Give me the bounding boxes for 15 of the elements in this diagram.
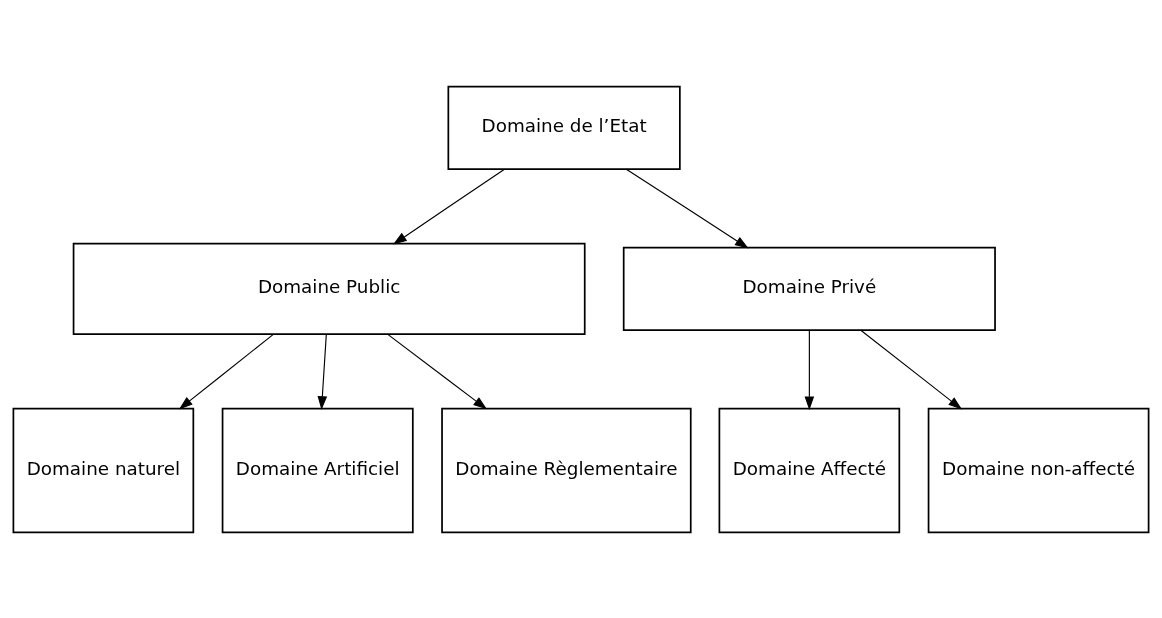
node-box: Domaine Privé bbox=[622, 246, 996, 331]
arrow bbox=[178, 333, 274, 409]
arrow bbox=[393, 168, 506, 245]
arrow bbox=[625, 168, 749, 248]
node-box: Domaine naturel bbox=[12, 407, 195, 533]
node-box: Domaine Artificiel bbox=[221, 407, 414, 533]
node-box: Domaine non-affecté bbox=[927, 407, 1150, 533]
arrow bbox=[804, 329, 815, 410]
node-box: Domaine Public bbox=[72, 242, 586, 335]
node-box: Domaine de l’Etat bbox=[447, 85, 681, 170]
node-box: Domaine Affecté bbox=[718, 407, 901, 533]
arrow bbox=[860, 329, 963, 410]
node-box: Domaine Règlementaire bbox=[441, 407, 692, 533]
arrow bbox=[387, 333, 487, 409]
arrow bbox=[317, 333, 328, 410]
